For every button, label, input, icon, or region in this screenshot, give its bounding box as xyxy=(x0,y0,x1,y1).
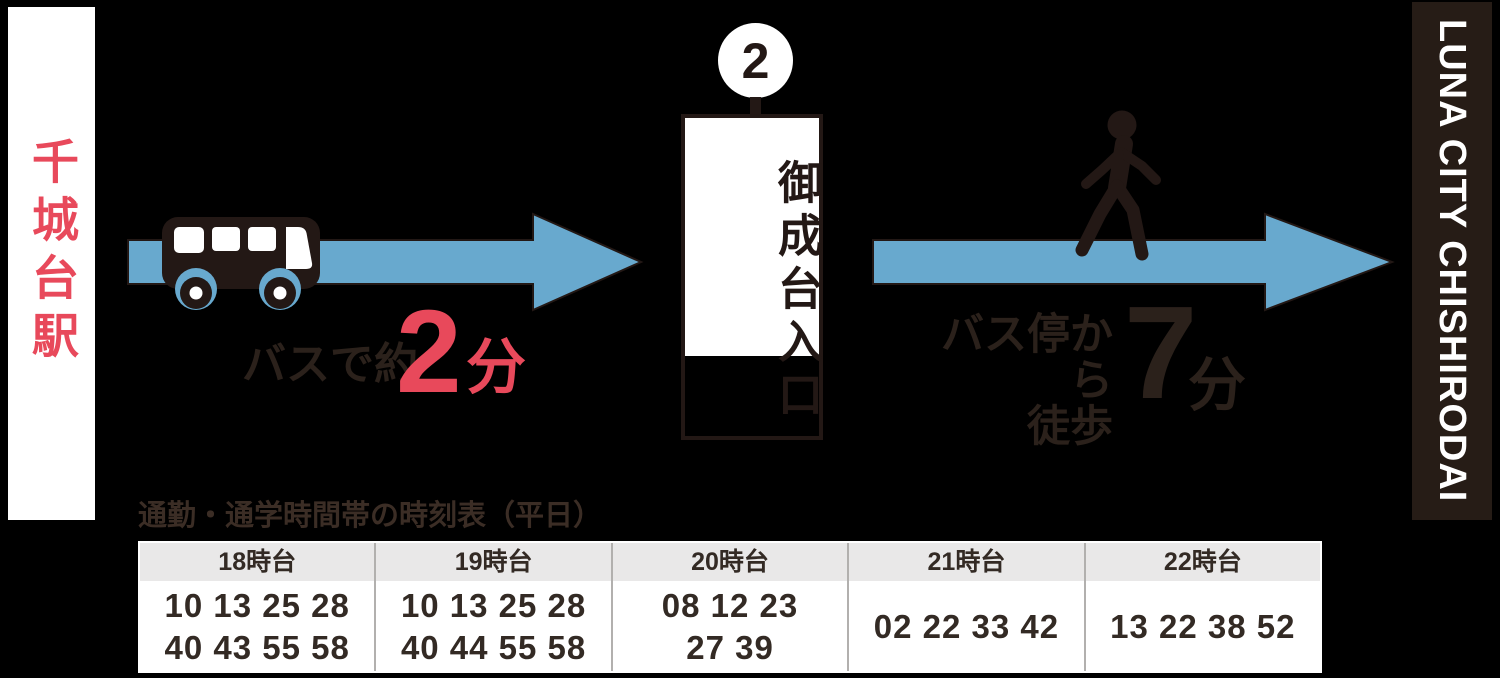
timetable-header: 21時台 xyxy=(849,543,1084,583)
timetable-cell: 13 22 38 52 xyxy=(1085,583,1321,671)
timetable-times-line2: 40 44 55 58 xyxy=(400,629,587,666)
timetable-column-22: 22時台 13 22 38 52 xyxy=(1083,543,1321,671)
timetable-times-line2: 27 39 xyxy=(686,629,774,666)
walk-leg-minutes: 7 xyxy=(1124,279,1198,426)
walk-leg-minutes-unit: 分 xyxy=(1188,353,1247,418)
stop-number-badge: 2 xyxy=(718,23,793,98)
stop-sign-panel xyxy=(685,118,819,356)
timetable-times-line1: 10 13 25 28 xyxy=(164,587,350,624)
origin-station-banner: 千城台駅 xyxy=(8,7,95,520)
walk-leg-label-line1: バス停から xyxy=(941,311,1113,405)
timetable-header: 22時台 xyxy=(1085,543,1321,583)
origin-station-name: 千城台駅 xyxy=(25,137,78,369)
timetable-cell: 10 13 25 28 40 44 55 58 xyxy=(376,583,611,671)
stop-sign-pole xyxy=(750,97,761,117)
timetable-title: 通勤・通学時間帯の時刻表（平日） xyxy=(138,500,603,532)
bus-icon xyxy=(162,217,320,310)
timetable: 18時台 10 13 25 28 40 43 55 58 19時台 10 13 … xyxy=(138,541,1322,673)
timetable-cell: 08 12 23 27 39 xyxy=(612,583,848,671)
timetable-cell: 02 22 33 42 xyxy=(849,583,1084,671)
timetable-times-line1: 08 12 23 xyxy=(661,587,799,624)
timetable-column-18: 18時台 10 13 25 28 40 43 55 58 xyxy=(140,543,375,671)
timetable-times-line1: 13 22 38 52 xyxy=(1110,608,1296,645)
walk-leg-label-line2: 徒歩 xyxy=(1027,403,1113,451)
bus-leg-minutes: 2 xyxy=(396,286,462,418)
bus-leg-label: バスで約 xyxy=(242,340,418,389)
walking-person-icon xyxy=(1075,110,1161,261)
timetable-column-20: 20時台 08 12 23 27 39 xyxy=(610,543,848,671)
timetable-times-line2: 40 43 55 58 xyxy=(164,629,350,666)
destination-banner: LUNA CITY CHISHIRODAI xyxy=(1412,2,1492,520)
timetable-header: 18時台 xyxy=(140,543,375,583)
timetable-times-line1: 10 13 25 28 xyxy=(400,587,587,624)
timetable-header: 19時台 xyxy=(376,543,611,583)
bus-stop-sign: 御成台入口 xyxy=(681,114,823,440)
timetable-header: 20時台 xyxy=(612,543,848,583)
stop-name: 御成台入口 xyxy=(771,158,822,424)
walk-route-arrow-icon xyxy=(872,212,1395,312)
timetable-times-line1: 02 22 33 42 xyxy=(873,608,1060,645)
timetable-column-19: 19時台 10 13 25 28 40 44 55 58 xyxy=(374,543,611,671)
destination-name: LUNA CITY CHISHIRODAI xyxy=(1431,19,1473,503)
bus-leg-minutes-unit: 分 xyxy=(466,334,526,401)
timetable-column-21: 21時台 02 22 33 42 xyxy=(847,543,1084,671)
timetable-cell: 10 13 25 28 40 43 55 58 xyxy=(140,583,375,671)
walk-leg-label: バス停から 徒歩 xyxy=(900,312,1113,450)
